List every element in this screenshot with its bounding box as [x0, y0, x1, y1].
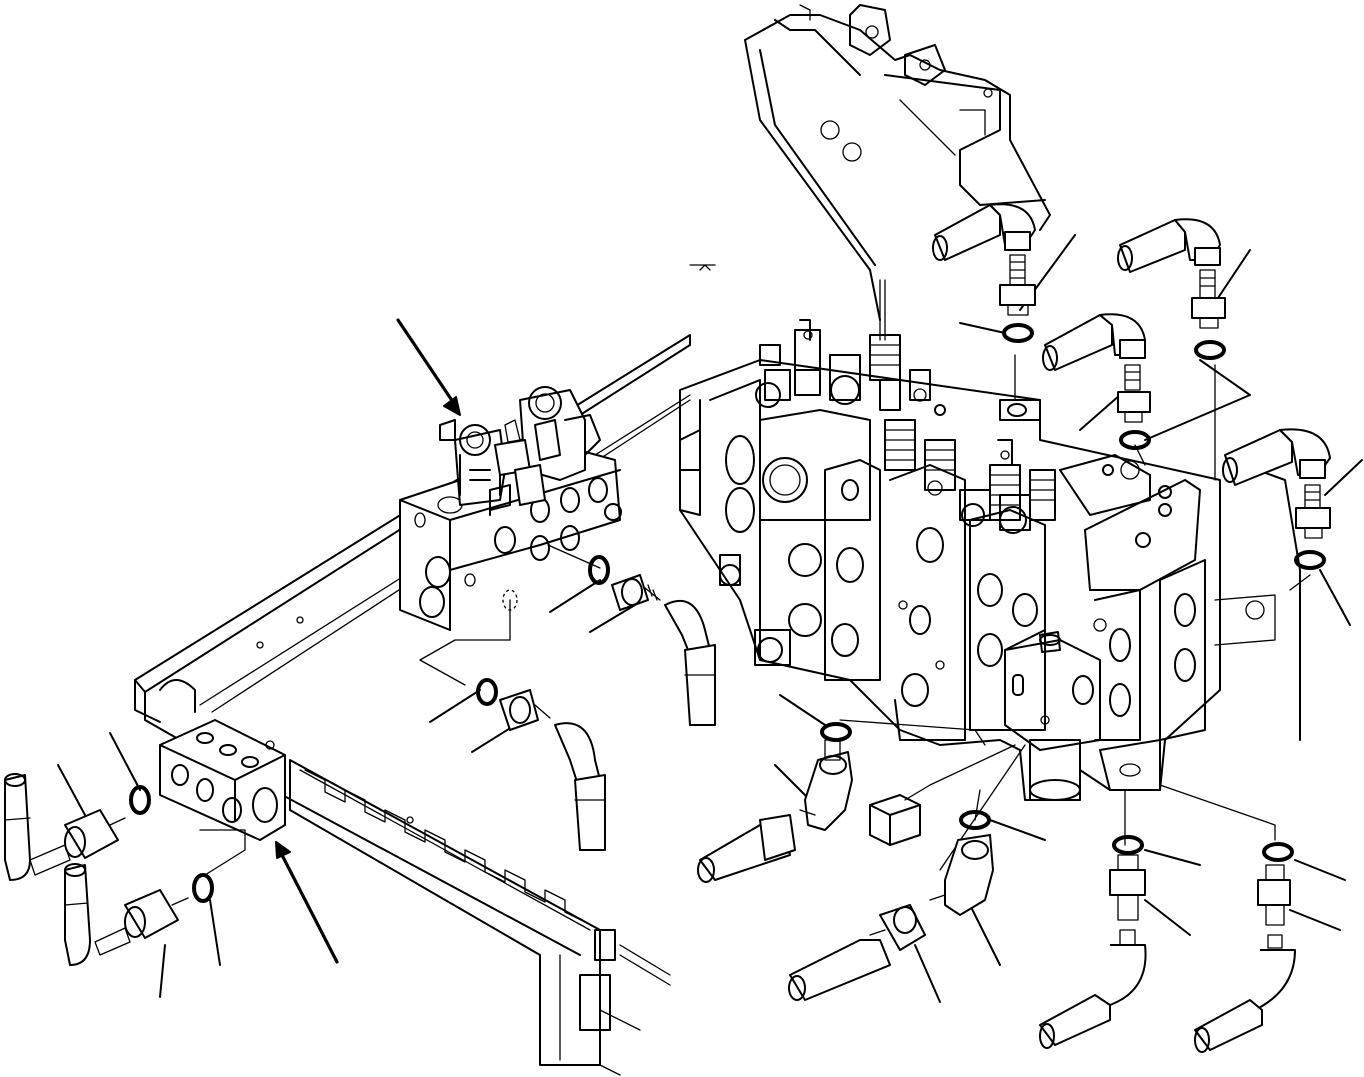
solenoid-valve-block [399, 386, 622, 631]
control-valve-assembly [679, 264, 1301, 801]
upper-bracket [744, 4, 1051, 341]
o-rings [129, 323, 1326, 903]
leader-lines [57, 234, 1363, 1003]
fittings-and-hoses [4, 203, 1331, 1053]
chassis-frame [134, 334, 691, 1076]
manifold-block [159, 719, 286, 841]
